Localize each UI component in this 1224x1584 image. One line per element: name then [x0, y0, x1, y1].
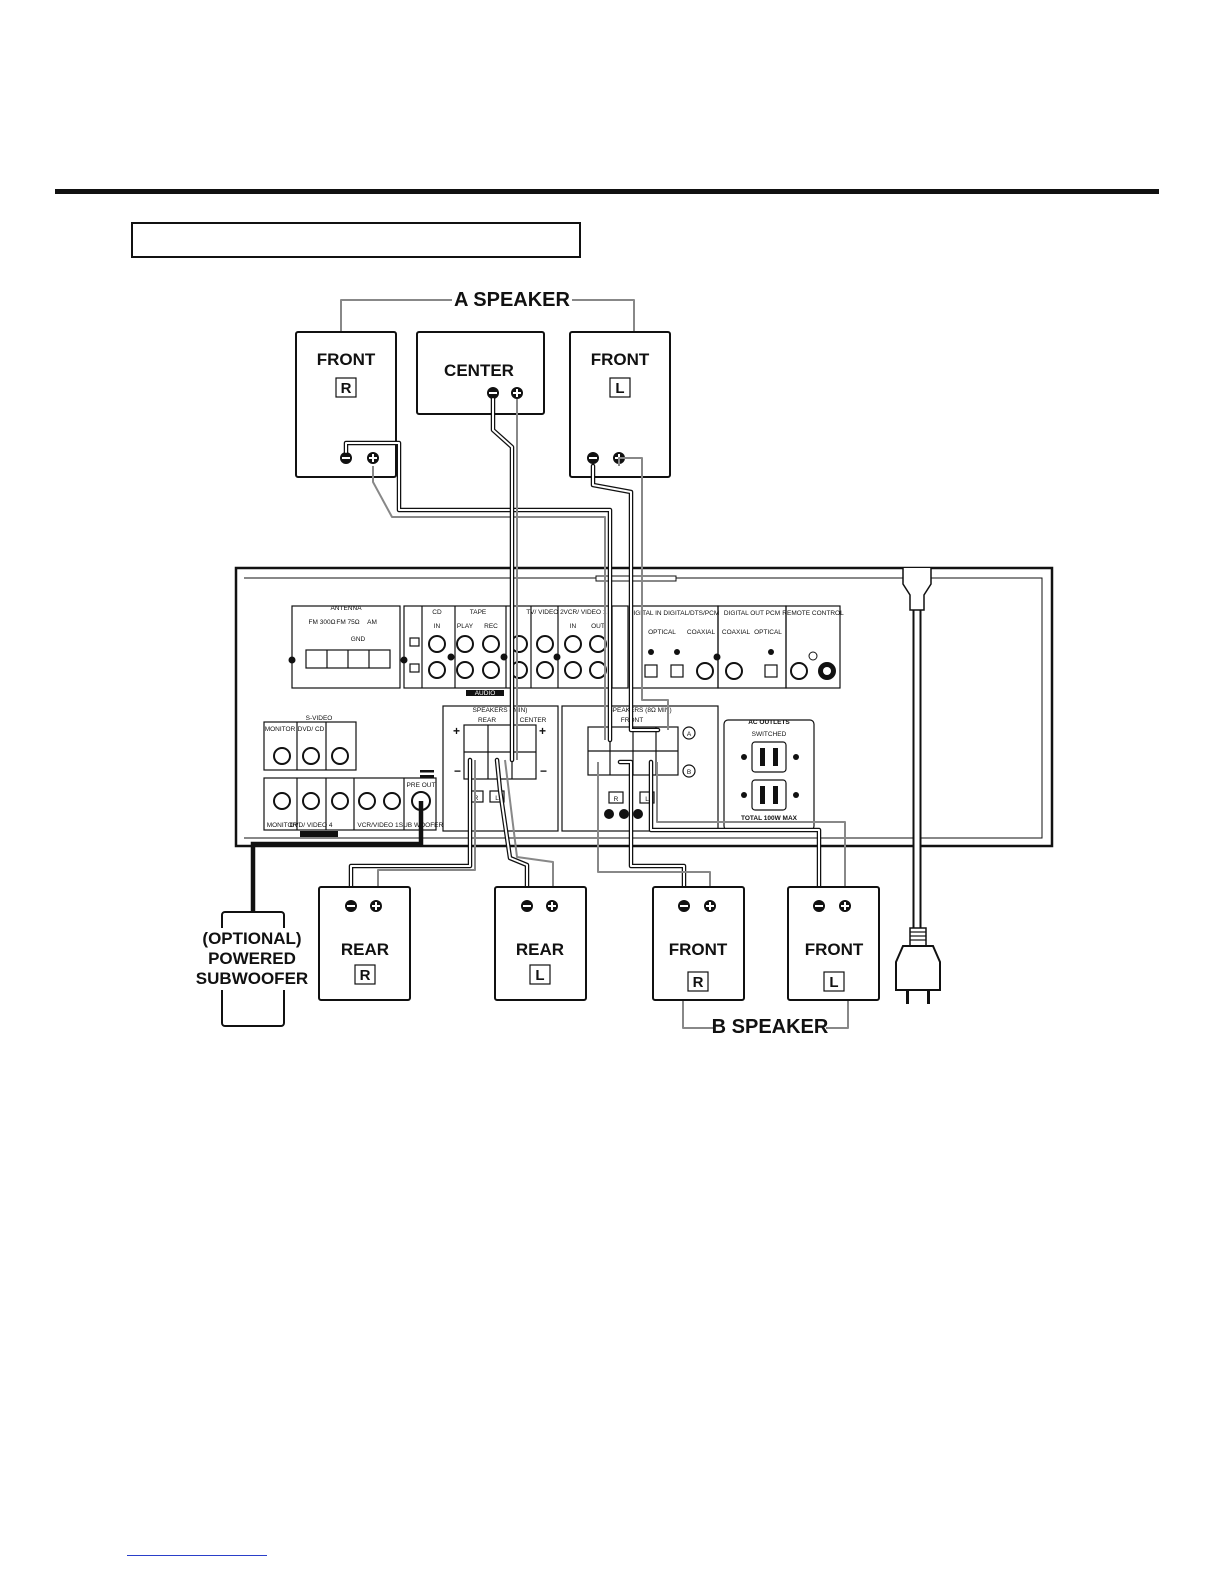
dvd-cd-label: DVD/ CD — [298, 726, 325, 733]
speaker-channel: L — [615, 380, 624, 397]
svg-text:−: − — [540, 764, 547, 778]
am-label: AM — [367, 619, 377, 626]
top-rule — [55, 189, 1159, 194]
ac-outlets-label: AC OUTLETS — [748, 719, 790, 726]
b-speaker-label: B SPEAKER — [712, 1016, 829, 1038]
digital-out-label: DIGITAL OUT PCM — [724, 610, 780, 617]
antenna-section: ANTENNA FM 300Ω FM 75Ω AM GND — [288, 605, 408, 689]
remote-control-section: REMOTE CONTROL — [782, 605, 844, 689]
header-box — [131, 222, 581, 258]
power-plug-icon — [895, 927, 941, 1004]
speaker-channel: R — [693, 974, 704, 991]
dvd-video4-label: DVD/ VIDEO 4 — [290, 822, 333, 829]
speaker-name: CENTER — [444, 361, 514, 380]
speakers-front-label: SPEAKERS (8Ω MIN) — [608, 707, 671, 714]
speaker-front-l-a: FRONT L — [569, 331, 671, 478]
svg-text:+: + — [539, 724, 546, 738]
a-terminal-label: A — [687, 731, 692, 738]
speaker-channel: L — [829, 974, 838, 991]
remote-label: REMOTE CONTROL — [782, 610, 844, 617]
vcr-out-label: OUT — [591, 623, 605, 630]
pre-out-label: PRE OUT — [407, 782, 436, 789]
front-l-label: L — [645, 796, 649, 803]
speaker-name: REAR — [341, 940, 389, 959]
rec-label: REC — [484, 623, 498, 630]
video-section: S-VIDEO MONITOR DVD/ CD MONITOR DVD/ VID… — [263, 715, 444, 837]
speakers-rear-label: SPEAKERS ( MIN) — [473, 707, 528, 714]
a-speaker-label: A SPEAKER — [454, 289, 571, 311]
speaker-front-r-a: FRONT R — [295, 331, 397, 478]
switched-label: SWITCHED — [752, 731, 787, 738]
speaker-center: CENTER — [416, 331, 545, 415]
subwoofer-line1: (OPTIONAL) — [202, 929, 301, 948]
vcr-video1-label: VCR/ VIDEO 1 — [564, 609, 607, 616]
speaker-name: FRONT — [805, 940, 864, 959]
speaker-rear-l: REAR L — [494, 886, 587, 1001]
speaker-name: FRONT — [317, 350, 376, 369]
tv-video2-label: TV/ VIDEO 2 — [526, 609, 564, 616]
speaker-terminals-rear-center: SPEAKERS ( MIN) REAR CENTER + − + − R L — [442, 705, 559, 832]
audio-inputs-section: CD TAPE TV/ VIDEO 2 VCR/ VIDEO 1 IN PLAY… — [403, 605, 629, 697]
fm75-label: FM 75Ω — [336, 619, 359, 626]
subwoofer-line2: POWERED — [208, 949, 296, 968]
subwoofer-line3: SUBWOOFER — [196, 969, 308, 988]
vcr-video1-b-label: VCR/VIDEO 1 — [357, 822, 399, 829]
speaker-name: FRONT — [669, 940, 728, 959]
optical-label: OPTICAL — [648, 629, 676, 636]
center-label: CENTER — [520, 717, 547, 724]
play-label: PLAY — [457, 623, 474, 630]
speaker-name: REAR — [516, 940, 564, 959]
speaker-name: FRONT — [591, 350, 650, 369]
speaker-rear-r: REAR R — [318, 886, 411, 1001]
footer-link-underline — [127, 1555, 267, 1556]
speaker-front-l-b: FRONT L — [787, 886, 880, 1001]
coaxial-label: COAXIAL — [687, 629, 716, 636]
speaker-channel: L — [535, 967, 544, 984]
rear-r-label: R — [474, 795, 479, 802]
cd-label: CD — [432, 609, 442, 616]
svg-text:−: − — [454, 764, 461, 778]
speaker-front-r-b: FRONT R — [652, 886, 745, 1001]
antenna-label: ANTENNA — [330, 605, 362, 612]
speaker-wires — [250, 396, 932, 930]
cd-in-label: IN — [434, 623, 441, 630]
b-terminal-label: B — [687, 769, 691, 776]
subwoofer-optional: (OPTIONAL) POWERED SUBWOOFER — [196, 911, 308, 1027]
speaker-channel: R — [341, 380, 352, 397]
vcr-in-label: IN — [570, 623, 577, 630]
a-speaker-bracket: A SPEAKER — [340, 289, 635, 331]
receiver-back-panel: ANTENNA FM 300Ω FM 75Ω AM GND CD TAPE TV… — [234, 566, 1054, 848]
svideo-label: S-VIDEO — [306, 715, 333, 722]
gnd-label: GND — [351, 636, 366, 643]
front-r-label: R — [614, 796, 619, 803]
fm300-label: FM 300Ω — [309, 619, 336, 626]
rear-l-label: L — [495, 795, 499, 802]
digital-in-label: DIGITAL IN DIGITAL/DTS/PCM — [629, 610, 720, 617]
do-coaxial-label: COAXIAL — [722, 629, 751, 636]
do-optical-label: OPTICAL — [754, 629, 782, 636]
ac-outlets-section: AC OUTLETS SWITCHED TOTAL 100W MAX — [723, 719, 815, 831]
total-label: TOTAL 100W MAX — [741, 815, 798, 822]
monitor-label: MONITOR — [265, 726, 296, 733]
rear-label: REAR — [478, 717, 496, 724]
monitor-out-label: MONITOR — [267, 822, 298, 829]
b-speaker-bracket: B SPEAKER — [682, 1000, 849, 1038]
audio-label: AUDIO — [475, 690, 496, 697]
tape-label: TAPE — [470, 609, 487, 616]
speaker-channel: R — [360, 967, 371, 984]
svg-text:+: + — [453, 724, 460, 738]
